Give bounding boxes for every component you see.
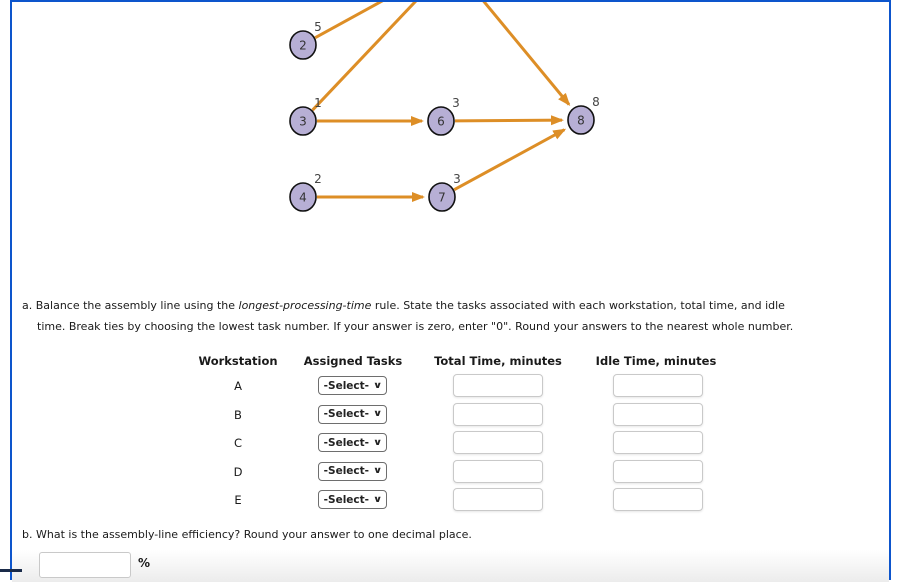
task-time-label: 2 (314, 172, 322, 186)
assigned-tasks-select[interactable]: -Select-∨ (318, 376, 387, 395)
assigned-tasks-select[interactable]: -Select-∨ (318, 404, 387, 424)
idle-time-input[interactable] (613, 459, 703, 483)
chevron-down-icon: ∨ (372, 437, 383, 448)
task-node (567, 105, 595, 135)
col-header-assigned-tasks: Assigned Tasks (303, 354, 403, 368)
assigned-tasks-select[interactable]: -Select-∨ (318, 461, 387, 481)
task-time-label: 5 (314, 20, 322, 34)
total-time-input[interactable] (453, 459, 543, 483)
table-row: B -Select-∨ (12, 402, 889, 427)
workstation-label: B (234, 407, 242, 422)
task-time-label: 3 (453, 172, 461, 186)
question-a-label: a. (22, 299, 33, 312)
table-row: D -Select-∨ (12, 459, 889, 484)
workstation-label: A (234, 379, 242, 393)
chevron-down-icon: ∨ (372, 466, 383, 476)
idle-time-input[interactable] (613, 402, 703, 426)
col-header-workstation: Workstation (198, 354, 278, 368)
question-a-text-1: Balance the assembly line using the long… (35, 299, 785, 312)
task-node-number: 2 (299, 38, 307, 52)
precedence-arrow (314, 2, 384, 40)
task-node (289, 182, 317, 212)
question-a-text-2: time. Break ties by choosing the lowest … (37, 320, 794, 333)
workstation-label: E (234, 493, 242, 507)
precedence-arrow (482, 2, 571, 107)
task-time-label: 8 (592, 95, 600, 109)
table-row: C -Select-∨ (12, 431, 889, 455)
workstation-label: D (233, 464, 243, 479)
idle-time-input[interactable] (613, 431, 703, 454)
table-row: A -Select-∨ (12, 374, 889, 398)
question-b: b. What is the assembly-line efficiency?… (22, 527, 472, 543)
percent-unit-label: % (138, 556, 151, 570)
task-node-number: 7 (438, 190, 446, 204)
question-a: a. Balance the assembly line using the l… (22, 295, 882, 337)
total-time-input[interactable] (453, 488, 543, 511)
screen-edge-fragment (0, 569, 22, 572)
task-node-number: 4 (299, 190, 307, 204)
task-time-label: 3 (452, 96, 460, 110)
idle-time-input[interactable] (613, 374, 703, 397)
table-row: E -Select-∨ (12, 488, 889, 512)
chevron-down-icon: ∨ (372, 494, 383, 505)
col-header-idle-time: Idle Time, minutes (595, 354, 717, 368)
task-node (428, 182, 456, 212)
task-node-number: 8 (577, 113, 585, 127)
total-time-input[interactable] (453, 402, 543, 426)
precedence-arrow (454, 115, 565, 126)
task-node (427, 106, 455, 136)
precedence-arrow (311, 2, 418, 112)
assigned-tasks-select[interactable]: -Select-∨ (318, 490, 387, 509)
total-time-input[interactable] (453, 374, 543, 397)
assigned-tasks-select[interactable]: -Select-∨ (318, 433, 387, 452)
task-time-label: 1 (314, 96, 322, 110)
chevron-down-icon: ∨ (372, 380, 383, 391)
chevron-down-icon: ∨ (372, 409, 383, 419)
idle-time-input[interactable] (613, 488, 703, 511)
workstation-label: C (233, 436, 243, 450)
question-b-label: b. (22, 528, 33, 541)
task-node (289, 106, 317, 136)
task-node-number: 6 (437, 114, 445, 128)
precedence-arrow (453, 128, 567, 192)
task-node-number: 3 (299, 114, 307, 128)
total-time-input[interactable] (453, 431, 543, 454)
col-header-total-time: Total Time, minutes (434, 354, 562, 368)
task-node (289, 30, 317, 60)
efficiency-input[interactable] (39, 552, 131, 578)
question-b-text: What is the assembly-line efficiency? Ro… (35, 528, 472, 541)
